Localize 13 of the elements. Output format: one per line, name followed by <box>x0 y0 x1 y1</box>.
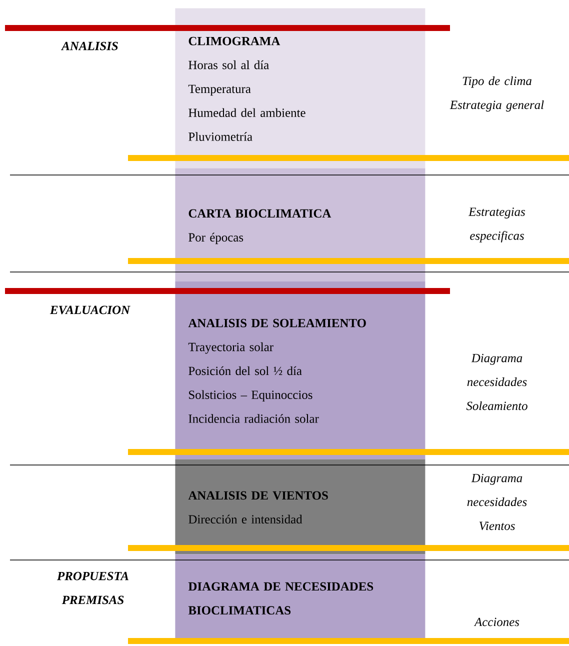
stage-label: EVALUACION <box>50 306 130 314</box>
column-cell: CLIMOGRAMA Horas sol al día Temperatura Humedad del ambiente Pluviometría <box>175 8 426 168</box>
result-label: Tipo de clima Estrategia general <box>450 76 544 112</box>
stage-label: PROPUESTA PREMISAS <box>57 572 128 604</box>
result-label: Acciones <box>474 618 520 626</box>
result-label: Diagrama necesidades Soleamiento <box>466 354 528 410</box>
column-cell: DIAGRAMA DE NECESIDADES BIOCLIMATICAS <box>175 554 426 642</box>
result-label: Diagrama necesidades Vientos <box>467 474 527 530</box>
column-cell: ANALISIS DE SOLEAMIENTO Trayectoria solar Posición del sol ½ día Solsticios – Equinoccios Incidencia radiación solar <box>175 281 426 460</box>
stage-label: ANALISIS <box>60 42 118 50</box>
column-cell: CARTA BIOCLIMATICA Por épocas <box>175 168 426 282</box>
column-cell: ANALISIS DE VIENTOS Dirección e intensidad <box>175 459 426 554</box>
result-label: Estrategias especificas <box>468 208 525 242</box>
